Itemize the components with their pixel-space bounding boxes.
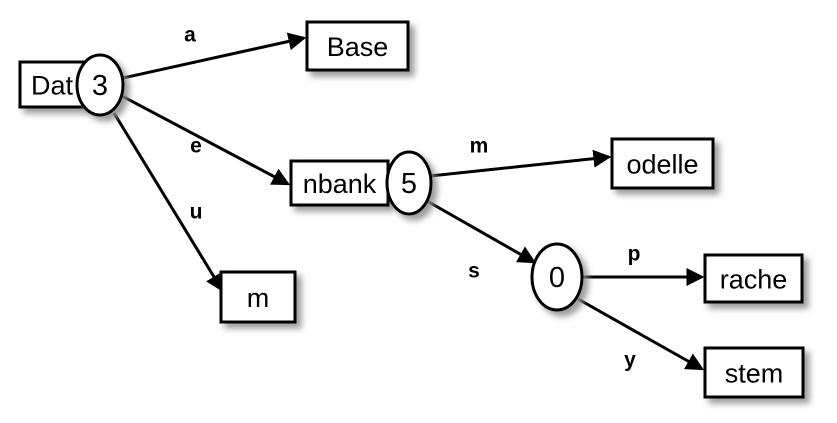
node-box-n4[interactable] <box>610 137 715 190</box>
node-label-s0: 0 <box>549 262 565 294</box>
graph-node-n4[interactable]: odelle <box>610 137 715 190</box>
nodes-layer: Dat 3 Base nbank 5 m odelle 0 rache stem <box>18 20 805 399</box>
node-state-s5[interactable] <box>385 150 433 216</box>
graph-edge-e <box>121 94 291 186</box>
graph-edge-y <box>577 297 705 371</box>
edge-label-a: a <box>184 24 196 47</box>
node-state-s3[interactable] <box>75 53 125 117</box>
graph-node-n0[interactable]: Dat <box>18 60 86 109</box>
node-box-n3[interactable] <box>219 270 297 324</box>
edge-label-y: y <box>624 349 636 372</box>
node-label-n5: rache <box>720 265 788 295</box>
edge-label-u: u <box>190 201 203 224</box>
graph-node-s3[interactable]: 3 <box>75 53 125 117</box>
graph-node-n6[interactable]: stem <box>703 346 805 399</box>
graph-node-s5[interactable]: 5 <box>385 150 433 216</box>
edge-arrow-y <box>577 297 705 371</box>
graph-node-n2[interactable]: nbank <box>289 159 390 207</box>
edge-arrow-a <box>122 32 307 80</box>
node-label-n2: nbank <box>303 169 377 199</box>
node-box-n5[interactable] <box>703 253 804 304</box>
node-state-s0[interactable] <box>530 242 584 312</box>
node-label-n1: Base <box>327 32 389 62</box>
edge-arrow-s <box>426 199 537 264</box>
node-label-s5: 5 <box>401 168 417 200</box>
graph-edge-m <box>429 149 612 178</box>
node-label-n4: odelle <box>626 150 698 180</box>
edge-labels-layer: a e u m s p y <box>184 24 640 372</box>
node-box-n0[interactable] <box>18 60 86 109</box>
graph-edge-u <box>112 112 224 293</box>
node-box-n6[interactable] <box>703 346 805 399</box>
node-box-n1[interactable] <box>305 20 410 72</box>
node-label-s3: 3 <box>92 70 108 102</box>
graph-node-n3[interactable]: m <box>219 270 297 324</box>
edge-arrow-e <box>121 94 291 186</box>
edge-arrow-m <box>429 149 612 178</box>
graph-node-s0[interactable]: 0 <box>530 242 584 312</box>
graph-edge-s <box>426 199 537 264</box>
graph-node-n1[interactable]: Base <box>305 20 410 72</box>
node-box-n2[interactable] <box>289 159 390 207</box>
edge-label-m: m <box>470 135 489 158</box>
edge-label-e: e <box>190 135 202 158</box>
edge-label-p: p <box>628 243 641 266</box>
node-label-n6: stem <box>725 359 784 389</box>
node-label-n3: m <box>247 283 270 313</box>
edge-label-s: s <box>468 260 480 283</box>
node-label-n0: Dat <box>31 71 74 101</box>
graph-edge-a <box>122 32 307 80</box>
graph-node-n5[interactable]: rache <box>703 253 804 304</box>
edges-layer <box>112 32 705 371</box>
edge-arrow-u <box>112 112 224 293</box>
